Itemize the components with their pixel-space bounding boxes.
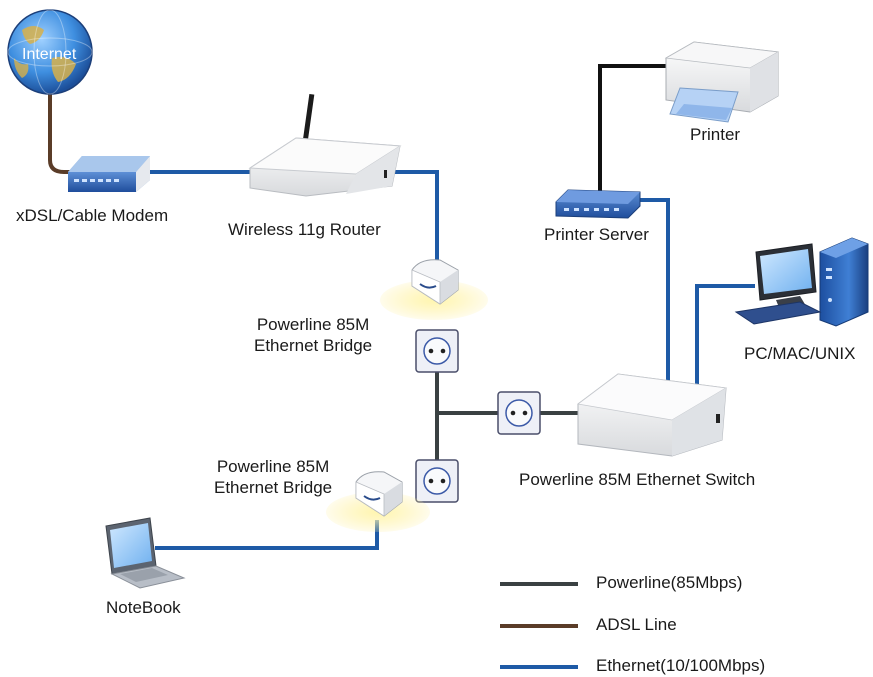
desktop-computer-icon — [734, 237, 869, 327]
internet-label: Internet — [22, 46, 77, 63]
printer-server-icon — [555, 189, 641, 219]
legend-powerline-label: Powerline(85Mbps) — [596, 573, 743, 592]
ethernet-cable-switch-pc — [695, 284, 755, 392]
powerline-bridge-icon — [355, 471, 403, 517]
printer-cable — [598, 64, 668, 192]
pc-label: PC/MAC/UNIX — [744, 344, 856, 363]
ethernet-cable-switch-printserver — [640, 198, 670, 392]
modem-icon — [68, 156, 150, 192]
printer-server-label: Printer Server — [544, 225, 649, 244]
laptop-icon — [105, 517, 186, 589]
switch-label: Powerline 85M Ethernet Switch — [519, 470, 756, 489]
router-icon — [248, 93, 402, 197]
notebook-label: NoteBook — [106, 598, 181, 617]
bridge-bottom-label: Powerline 85M Ethernet Bridge — [214, 457, 333, 497]
router-label: Wireless 11g Router — [228, 220, 381, 239]
power-outlet-icon — [415, 329, 459, 373]
legend-adsl-label: ADSL Line — [596, 615, 677, 634]
bridge-top-label: Powerline 85M Ethernet Bridge — [254, 315, 373, 355]
modem-label: xDSL/Cable Modem — [16, 206, 169, 225]
printer-icon — [664, 41, 780, 123]
powerline-bridge-icon — [411, 259, 459, 305]
printer-label: Printer — [690, 125, 741, 144]
legend-ethernet-label: Ethernet(10/100Mbps) — [596, 656, 766, 675]
power-outlet-icon — [497, 391, 541, 435]
adsl-cable — [48, 90, 72, 174]
globe-icon — [7, 9, 93, 95]
ethernet-cable-router-bridge — [392, 170, 439, 262]
power-outlet-icon — [415, 459, 459, 503]
switch-icon — [577, 373, 728, 457]
